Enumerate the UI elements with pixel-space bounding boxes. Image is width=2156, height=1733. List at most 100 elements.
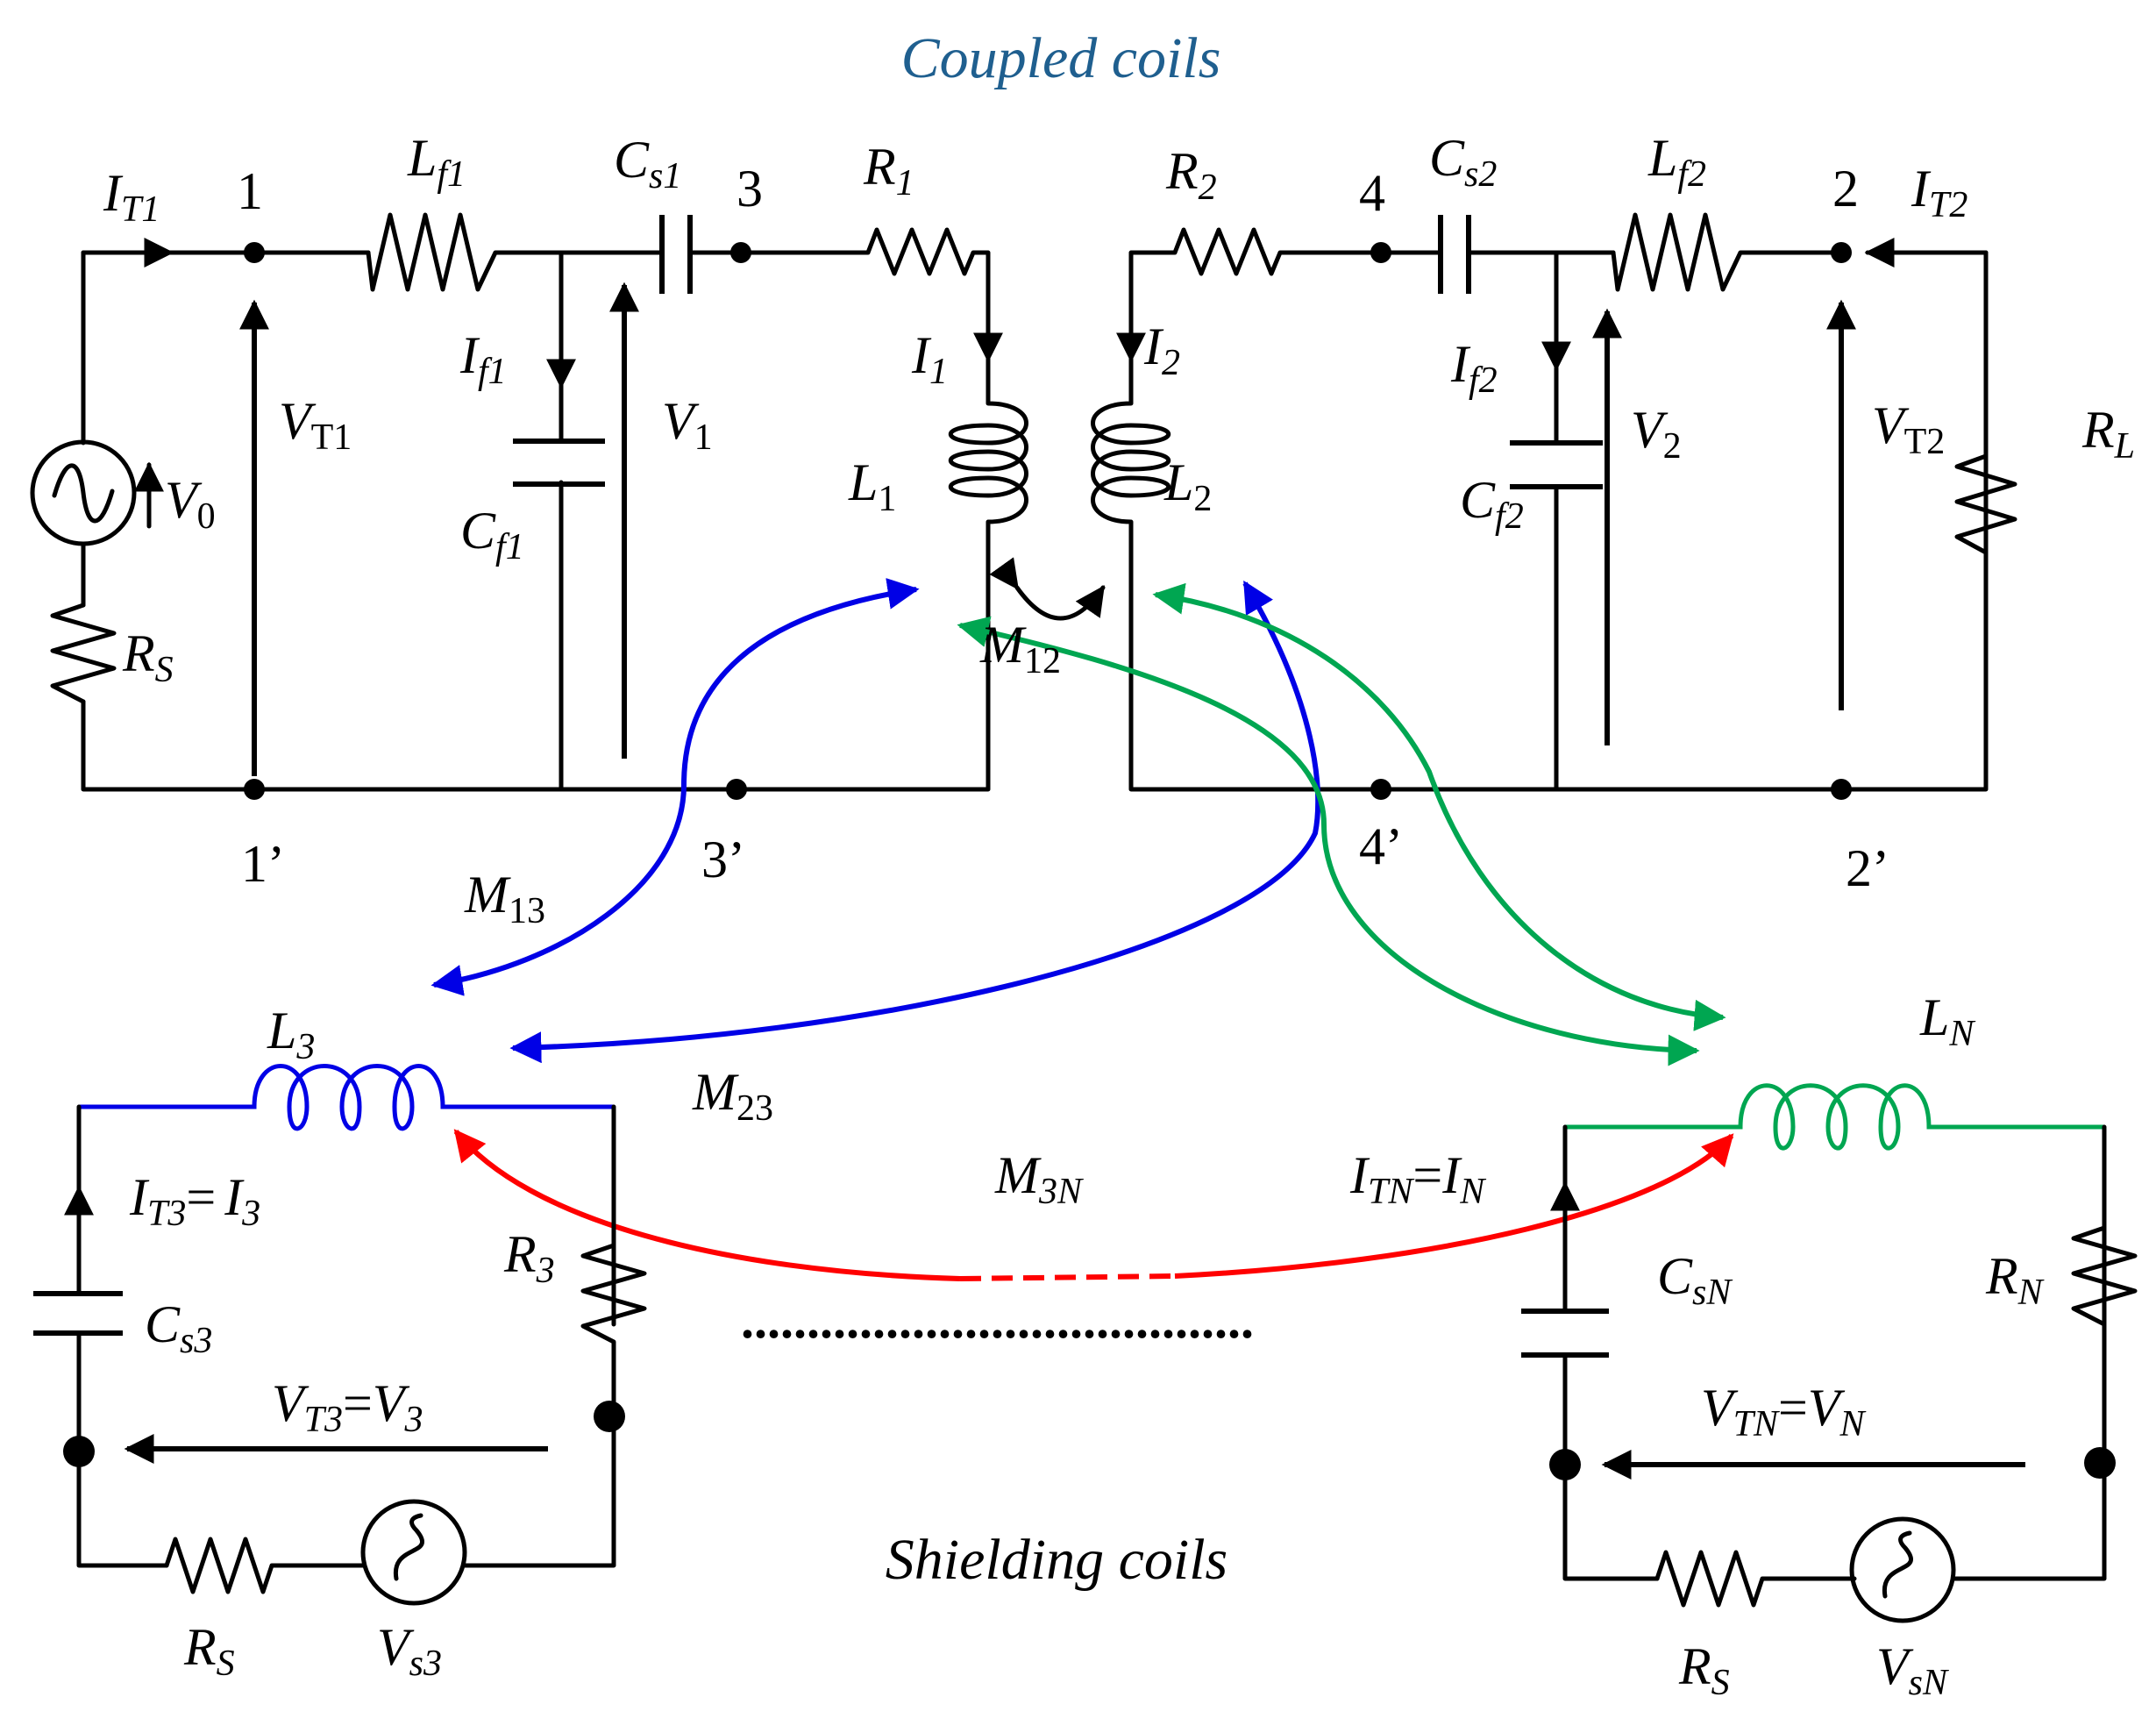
label-cs2: Cs2 [1429,129,1497,195]
label-rs-left: RS [183,1618,235,1684]
inductor-l1 [948,357,1028,564]
label-it1: IT1 [103,164,160,230]
label-if2: If2 [1450,335,1498,401]
ac-source-vs3 [360,1499,467,1606]
label-r2: R2 [1165,142,1217,208]
wire-shield3-right [462,1104,616,1568]
wire-left-source [81,250,257,792]
ac-source-vsn-wave [1882,1530,1913,1599]
label-vt3: VT3=V3 [272,1374,423,1440]
node-4p [1370,779,1391,800]
node-label-3p: 3’ [701,831,745,888]
ac-source-v0 [30,439,137,546]
label-cs3: Cs3 [145,1295,212,1361]
ac-source-vsn [1849,1516,1956,1623]
resistor-rs-left [164,1537,366,1594]
wire-shield3-top [79,1064,614,1131]
label-vtn: VTN=VN [1701,1379,1867,1444]
capacitor-cf2 [1510,440,1603,489]
arrow-green-2 [957,616,1700,1066]
label-v1: V1 [662,392,713,458]
label-rl: RL [2081,401,2135,467]
wire-shieldn-top [1565,1083,2104,1151]
label-lf1: Lf1 [407,129,466,195]
label-it2: IT2 [1911,160,1967,225]
label-if1: If1 [459,326,507,392]
label-lf2: Lf2 [1647,129,1706,195]
label-m12: M12 [979,616,1061,681]
shield-coil-3 [33,1064,647,1606]
label-l2: L2 [1163,453,1212,519]
wire-shieldn-right [1951,1124,2107,1581]
label-csn: CsN [1657,1247,1733,1313]
resistor-rl [1954,453,2017,555]
ac-source-vs3-wave [393,1513,424,1581]
node-2p [1831,779,1852,800]
node-label-4: 4 [1359,164,1385,222]
label-m3n: M3N [994,1146,1084,1212]
node-shield3-right [594,1401,625,1432]
inductor-lf2 [1611,212,1844,292]
arrow-m12 [989,557,1106,621]
label-v0: V0 [165,471,216,537]
capacitor-cs2 [1438,215,1471,294]
resistor-rs-top [50,603,117,704]
label-m13: M13 [464,866,545,931]
label-v2: V2 [1631,401,1682,467]
node-label-2p: 2’ [1846,839,1889,897]
node-shieldn-right [2084,1447,2116,1479]
resistor-rs-right [1654,1550,1857,1608]
node-label-2: 2 [1832,160,1859,218]
label-vt1: VT1 [279,392,352,458]
node-label-4p: 4’ [1359,817,1403,875]
capacitor-cf1 [513,439,605,487]
ellipsis-dots: ....................................... [741,1291,1254,1349]
label-vt2: VT2 [1872,396,1945,462]
capacitor-cs1 [659,215,693,294]
capacitor-cs3 [33,1291,123,1336]
arrow-m3n-left [453,1129,961,1281]
node-2 [1831,242,1852,263]
node-1 [244,242,265,263]
resistor-r1 [738,227,991,397]
label-cf1: Cf1 [460,502,524,567]
title-coupled-coils: Coupled coils [901,26,1221,90]
label-r1: R1 [863,138,914,203]
resistor-r3 [580,1243,647,1419]
shield-coil-n [1521,1083,2138,1623]
ac-source-wave [52,463,115,524]
node-label-1: 1 [237,162,263,220]
arrow-m23 [509,580,1321,1064]
node-3p [726,779,747,800]
arrow-green-1 [1152,582,1726,1031]
label-rs-right: RS [1678,1637,1730,1703]
label-vs3: Vs3 [377,1618,442,1684]
node-shieldn-left [1549,1449,1581,1480]
label-m23: M23 [692,1063,773,1129]
label-i2: I2 [1143,317,1180,383]
title-shielding-coils: Shielding coils [886,1528,1227,1592]
labels: Coupled coils Shielding coils 1 3 4 2 1’… [103,26,2135,1703]
arrow-m3n-right [1174,1133,1734,1279]
coupling-arrows [430,578,1734,1281]
label-rn: RN [1985,1247,2045,1313]
coupled-coils-circuit [30,212,2017,800]
label-rs-top: RS [122,624,174,690]
node-shield3-left [63,1436,95,1467]
inductor-lf1 [366,212,651,292]
node-label-1p: 1’ [241,835,285,893]
label-cs1: Cs1 [614,131,681,196]
node-label-3: 3 [736,160,763,218]
label-ln: LN [1919,988,1975,1054]
label-cf2: Cf2 [1460,471,1524,537]
wire-r2 [1128,227,1384,397]
label-r3: R3 [503,1225,555,1291]
label-i1: I1 [911,326,948,392]
resistor-rn [2071,1225,2138,1467]
label-l1: L1 [848,453,896,519]
label-itn: ITN=IN [1349,1146,1486,1212]
label-vsn: VsN [1876,1637,1949,1703]
label-it3: IT3=I3 [129,1168,260,1234]
inductor-l2 [1091,357,1171,564]
